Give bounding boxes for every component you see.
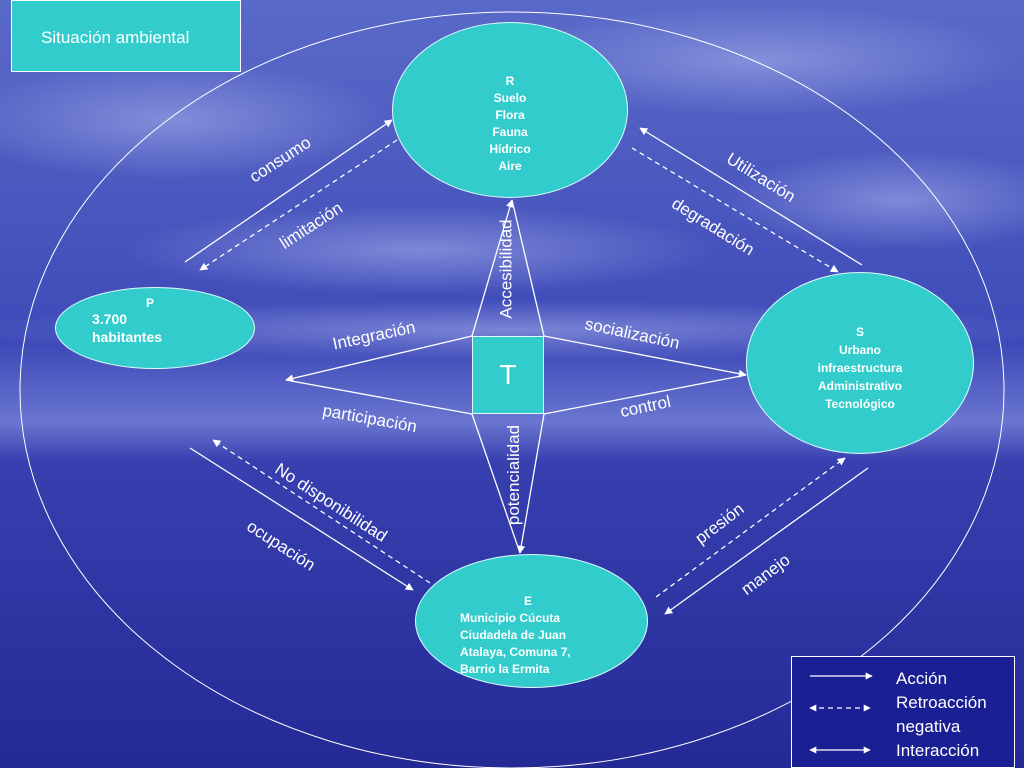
node-e-code: E	[524, 594, 533, 608]
arrow-t-to-e-right	[517, 413, 545, 554]
arrow-t-to-s-top	[543, 335, 747, 378]
node-p-line: habitantes	[92, 329, 163, 345]
node-r-line: R	[505, 74, 515, 88]
legend-feedback-label-2: negativa	[896, 717, 961, 736]
node-s-systems: S Urbano infraestructura Administrativo …	[746, 272, 974, 454]
node-r-line: Fauna	[492, 125, 528, 139]
node-s-line: infraestructura	[817, 361, 903, 375]
node-s-line: Administrativo	[817, 379, 902, 393]
arrow-utilizacion	[639, 127, 863, 266]
node-e-line: Municipio Cúcuta	[460, 611, 560, 625]
node-r-resources: R Suelo Flora Fauna Hídrico Aire	[392, 22, 628, 198]
arrow-no-disponibilidad	[212, 439, 431, 584]
arrow-manejo	[664, 467, 869, 615]
node-p-code: P	[146, 296, 155, 310]
line-t-to-s-bottom	[543, 374, 747, 415]
legend-arrows	[809, 672, 873, 754]
node-e-line: Atalaya, Comuna 7,	[460, 645, 571, 659]
arrow-ocupacion	[189, 447, 414, 591]
title-box: Situación ambiental	[11, 0, 241, 72]
line-t-to-e-left	[471, 413, 521, 554]
node-e-line: Ciudadela de Juan	[460, 628, 567, 642]
node-r-line: Hídrico	[489, 142, 531, 156]
diagram-title: Situación ambiental	[41, 28, 190, 47]
arrow-degradacion	[631, 147, 839, 273]
center-node-t: T	[472, 336, 544, 414]
node-r-line: Flora	[495, 108, 525, 122]
legend-box: Acción Retroacción negativa Interacción	[791, 656, 1015, 768]
legend-action-label: Acción	[896, 669, 948, 688]
node-e-line: Barrio la Ermita	[460, 662, 550, 676]
node-p-line: 3.700	[92, 311, 128, 327]
node-r-line: Suelo	[493, 91, 527, 105]
arrow-t-to-r-left	[471, 199, 514, 337]
arrow-limitacion	[199, 139, 398, 271]
outer-boundary-ellipse	[19, 11, 1005, 768]
arrow-t-to-p-top	[285, 335, 473, 383]
arrow-consumo	[184, 119, 393, 263]
legend-interaction-label: Interacción	[896, 741, 980, 760]
arrow-presion	[655, 457, 846, 598]
line-t-to-r-right	[511, 199, 545, 337]
node-s-line: Tecnológico	[825, 397, 895, 411]
node-e-space: E Municipio Cúcuta Ciudadela de Juan Ata…	[415, 554, 648, 688]
node-s-line: S	[855, 325, 864, 339]
node-p-population: P 3.700 habitantes	[55, 287, 255, 369]
label-potencialidad: potencialidad	[504, 424, 524, 526]
line-t-to-p-bottom	[285, 379, 473, 415]
label-accesibilidad: Accesibilidad	[496, 219, 516, 319]
node-r-line: Aire	[498, 159, 522, 173]
legend-feedback-label: Retroacción	[896, 693, 987, 712]
node-s-line: Urbano	[839, 343, 881, 357]
